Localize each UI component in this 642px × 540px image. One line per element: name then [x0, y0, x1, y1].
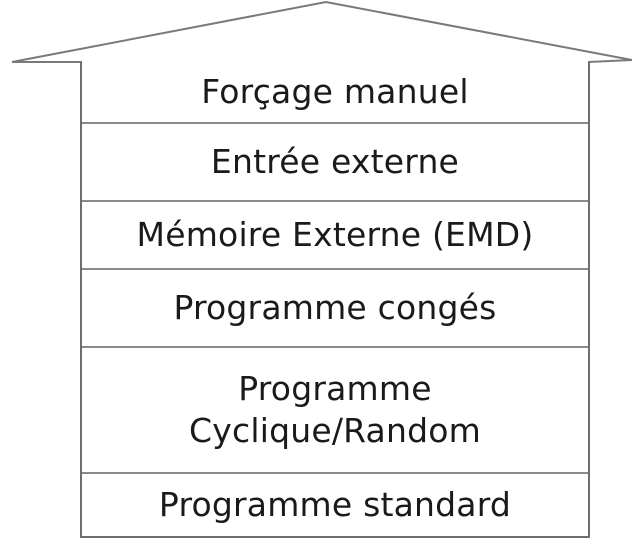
roof-triangle: [11, 0, 633, 63]
layer-label: Mémoire Externe (EMD): [136, 215, 534, 254]
layer-label: Entrée externe: [210, 142, 460, 181]
layer-label: Forçage manuel: [201, 72, 469, 111]
priority-stack: Forçage manuel Entrée externe Mémoire Ex…: [80, 62, 590, 538]
layer-label: Programme congés: [173, 288, 497, 327]
layer-cyclic-random-program: Programme Cyclique/Random: [82, 346, 588, 472]
layer-external-memory: Mémoire Externe (EMD): [82, 200, 588, 268]
layer-standard-program: Programme standard: [82, 472, 588, 536]
layer-label: Programme standard: [158, 485, 512, 524]
layer-label: Programme Cyclique/Random: [189, 369, 481, 450]
layer-external-input: Entrée externe: [82, 122, 588, 200]
layer-holiday-program: Programme congés: [82, 268, 588, 346]
layer-manual-override: Forçage manuel: [82, 62, 588, 122]
